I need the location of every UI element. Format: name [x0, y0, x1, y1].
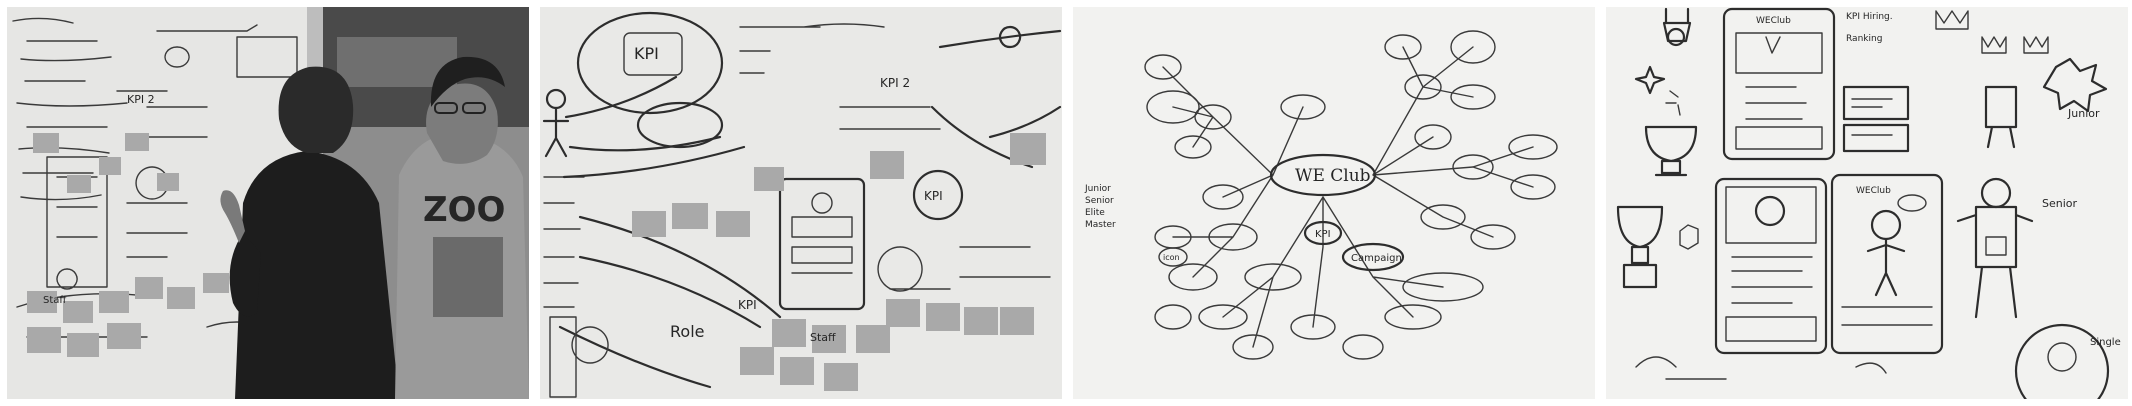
- whiteboard-closeup-sticky-notes: [632, 133, 1046, 391]
- sketch-senior-character: [1956, 177, 2034, 319]
- ranking-line-2: Ranking: [1846, 34, 1882, 44]
- sketch-trophy: [1616, 205, 1699, 289]
- sketch-phone-bottom-right: [1830, 173, 1944, 355]
- sketch-app-title-bottom: WEClub: [1856, 186, 1891, 196]
- kpi-circle-label: KPI: [634, 44, 659, 63]
- side-label-senior: Senior: [1085, 196, 1114, 206]
- side-label-master: Master: [1085, 220, 1116, 230]
- kpi-right-circle-label: KPI: [924, 189, 943, 203]
- sketch-crown-icons: [1935, 10, 2108, 149]
- mind-map-campaign-label: Campaign: [1351, 253, 1402, 264]
- whiteboard-closeup-illustration: KPI KPI KPI 2 KPI Role Staff: [540, 7, 1062, 399]
- sketch-single-circle: [2014, 323, 2110, 399]
- mind-map-center-label: WE Club: [1295, 166, 1371, 186]
- kpi2-label: KPI 2: [880, 76, 910, 90]
- sketch-app-title-top: WEClub: [1756, 16, 1791, 26]
- sketch-phone-top: [1722, 7, 1836, 161]
- mind-map-icon-label: icon: [1163, 253, 1180, 262]
- person-light-shirt: ZOO: [395, 56, 529, 399]
- junior-label: Junior: [2067, 107, 2100, 120]
- team-at-whiteboard-photo: KPI 2 Staff ZOO: [7, 7, 529, 399]
- mind-map-photo: WE Club KPI Campaign Junior Senior Elite…: [1073, 7, 1595, 399]
- side-label-junior: Junior: [1084, 184, 1111, 194]
- sketch-phone-bottom-left: [1714, 177, 1828, 355]
- sketch-medal-icons: [1634, 7, 1698, 177]
- ui-sketch-photo: WEClub KPI Hiring. Ranking Junior: [1606, 7, 2128, 399]
- team-at-whiteboard-illustration: KPI 2 Staff ZOO: [7, 7, 529, 399]
- mind-map-illustration: WE Club KPI Campaign Junior Senior Elite…: [1073, 7, 1595, 399]
- whiteboard-closeup-photo: KPI KPI KPI 2 KPI Role Staff: [540, 7, 1062, 399]
- staff-label: Staff: [810, 331, 836, 344]
- whiteboard-closeup-sketch-lines: [542, 11, 1062, 398]
- senior-label: Senior: [2042, 197, 2078, 210]
- mind-map-side-labels: Junior Senior Elite Master: [1084, 184, 1116, 230]
- ranking-line-1: KPI Hiring.: [1846, 12, 1893, 22]
- kpi-bottom-label: KPI: [738, 298, 757, 312]
- whiteboard-kpi-label: KPI 2: [127, 93, 155, 106]
- person-dark-shirt: [220, 66, 399, 399]
- shirt-graphic-text: ZOO: [423, 190, 505, 230]
- mind-map-nodes: [1144, 30, 1558, 360]
- single-label: Single: [2090, 337, 2121, 348]
- side-label-elite: Elite: [1085, 208, 1105, 218]
- mind-map-kpi-label: KPI: [1315, 229, 1331, 240]
- role-label: Role: [670, 322, 704, 341]
- whiteboard-staff-label: Staff: [43, 295, 67, 306]
- mind-map-branches: [1162, 46, 1534, 348]
- ui-sketch-illustration: WEClub KPI Hiring. Ranking Junior: [1606, 7, 2128, 399]
- sketch-card-rows: [1842, 85, 1910, 153]
- sticky-notes: [27, 133, 229, 357]
